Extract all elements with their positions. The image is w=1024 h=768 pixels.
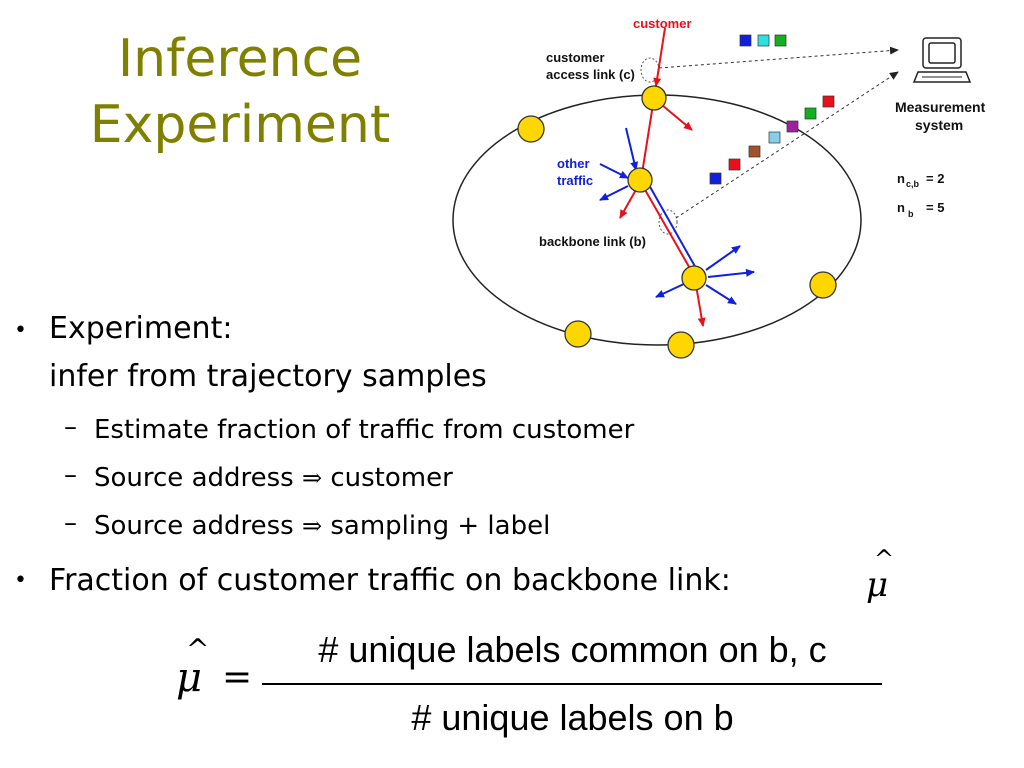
- blue-out-3: [707, 268, 755, 278]
- blue-out-2: [705, 245, 741, 271]
- estimator-formula: μ ^ = # unique labels common on b, c # u…: [170, 615, 900, 765]
- sub-bullet-3: Source address ⇒ sampling + label: [94, 510, 550, 542]
- red-out-1: [661, 104, 693, 131]
- sub-dash-1: –: [64, 412, 77, 442]
- network-ellipse: [452, 94, 862, 346]
- customer-inflow-arrow: [653, 27, 666, 87]
- access-link-tap-line: [658, 46, 899, 69]
- nb-value: = 5: [926, 200, 944, 215]
- node-backbone-end: [681, 265, 707, 291]
- access-link-label-2: access link (c): [546, 67, 635, 82]
- bullet-1-line-1: Experiment:: [49, 311, 233, 346]
- measurement-label-1: Measurement: [895, 99, 986, 115]
- sub-bullet-2-prefix: Source address: [94, 463, 294, 493]
- formula-equals: =: [222, 657, 253, 698]
- access-link-label-1: customer: [546, 50, 605, 65]
- red-path-1: [640, 97, 655, 181]
- red-path-2: [643, 187, 693, 273]
- bullet-dot-1: •: [14, 318, 27, 343]
- network-diagram: customer customer access link (c) other …: [452, 16, 986, 359]
- hat-symbol: ^: [874, 545, 895, 573]
- blue-out-4: [655, 282, 687, 298]
- formula-denominator: # unique labels on b: [411, 697, 734, 738]
- bullet-2: Fraction of customer traffic on backbone…: [49, 563, 731, 598]
- node-bottom: [667, 331, 695, 359]
- computer-icon: [912, 37, 972, 83]
- fraction-bar: [262, 683, 882, 685]
- nb-count: n b = 5: [897, 200, 944, 219]
- sub-bullet-3-suffix: sampling + label: [330, 511, 551, 541]
- ncb-count: n c,b = 2: [897, 171, 944, 189]
- node-mid: [627, 167, 653, 193]
- legend-samples: [739, 34, 787, 47]
- mu-symbol: μ: [866, 565, 889, 605]
- backbone-link-tap-line: [675, 71, 899, 219]
- ncb-n: n: [897, 171, 905, 186]
- customer-label: customer: [633, 16, 692, 31]
- ncb-sub: c,b: [906, 179, 920, 189]
- node-left: [517, 115, 545, 143]
- formula-numerator: # unique labels common on b, c: [318, 629, 827, 670]
- mu-hat-symbol: μ ^: [866, 545, 894, 605]
- sub-bullet-2-suffix: customer: [330, 463, 453, 493]
- network-nodes: [517, 85, 837, 359]
- sub-dash-3: –: [64, 508, 77, 538]
- sub-bullet-1: Estimate fraction of traffic from custom…: [94, 415, 635, 445]
- blue-path: [648, 184, 698, 271]
- other-traffic-label-1: other: [557, 156, 590, 171]
- blue-out-5: [705, 284, 737, 305]
- formula-mu: μ: [176, 655, 202, 701]
- blue-in-2: [599, 163, 629, 179]
- red-out-2: [619, 187, 638, 219]
- bullet-dot-2: •: [14, 568, 27, 593]
- other-traffic-label-2: traffic: [557, 173, 593, 188]
- trajectory-samples: [709, 95, 835, 185]
- title-line-1: Inference: [117, 29, 363, 89]
- slide-title: Inference Experiment: [60, 26, 420, 158]
- measurement-label-2: system: [915, 117, 963, 133]
- sub-bullet-3-prefix: Source address: [94, 511, 294, 541]
- blue-out-1: [599, 185, 629, 201]
- implies-arrow: ⇒: [301, 512, 323, 540]
- backbone-link-marker: [658, 209, 678, 235]
- formula-mu-hat: μ ^: [176, 633, 209, 701]
- node-access: [641, 85, 667, 111]
- formula-hat: ^: [186, 633, 210, 666]
- backbone-link-label: backbone link (b): [539, 234, 646, 249]
- red-out-3: [695, 284, 706, 327]
- sub-bullet-2: Source address ⇒ customer: [94, 462, 453, 494]
- bullet-1-line-2: infer from trajectory samples: [49, 359, 487, 394]
- nb-sub: b: [908, 209, 914, 219]
- nb-n: n: [897, 200, 905, 215]
- node-right: [809, 271, 837, 299]
- implies-arrow: ⇒: [301, 464, 323, 492]
- node-bottom-left: [564, 320, 592, 348]
- blue-in-1: [625, 127, 639, 171]
- ncb-value: = 2: [926, 171, 944, 186]
- title-line-2: Experiment: [89, 95, 391, 155]
- sub-dash-2: –: [64, 460, 77, 490]
